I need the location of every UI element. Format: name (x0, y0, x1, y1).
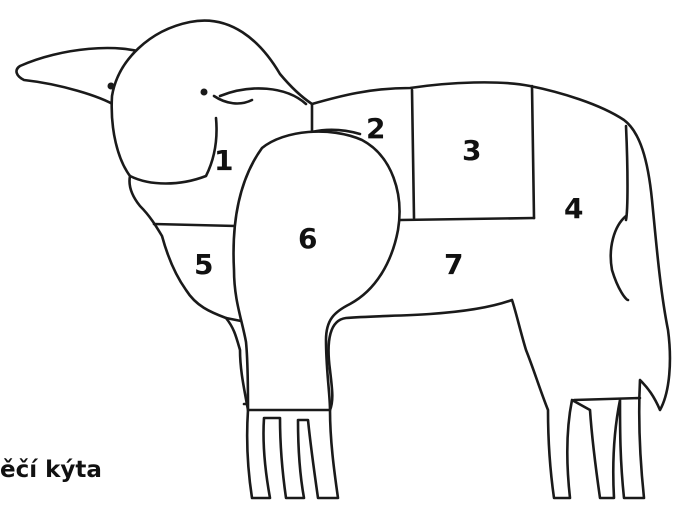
region-label-2: 2 (366, 112, 385, 145)
region-label-6: 6 (298, 222, 317, 255)
region-label-4: 4 (564, 192, 583, 225)
region-label-3: 3 (462, 134, 481, 167)
shoulder-cut-outline (234, 132, 400, 410)
caption-text: ěčí kýta (0, 459, 102, 482)
region-label-1: 1 (214, 144, 233, 177)
region-label-7: 7 (444, 248, 463, 281)
eye-left (108, 83, 115, 90)
region-label-5: 5 (194, 248, 213, 281)
cut-line-rear-leg-split (626, 126, 628, 220)
eye-right (201, 89, 208, 96)
